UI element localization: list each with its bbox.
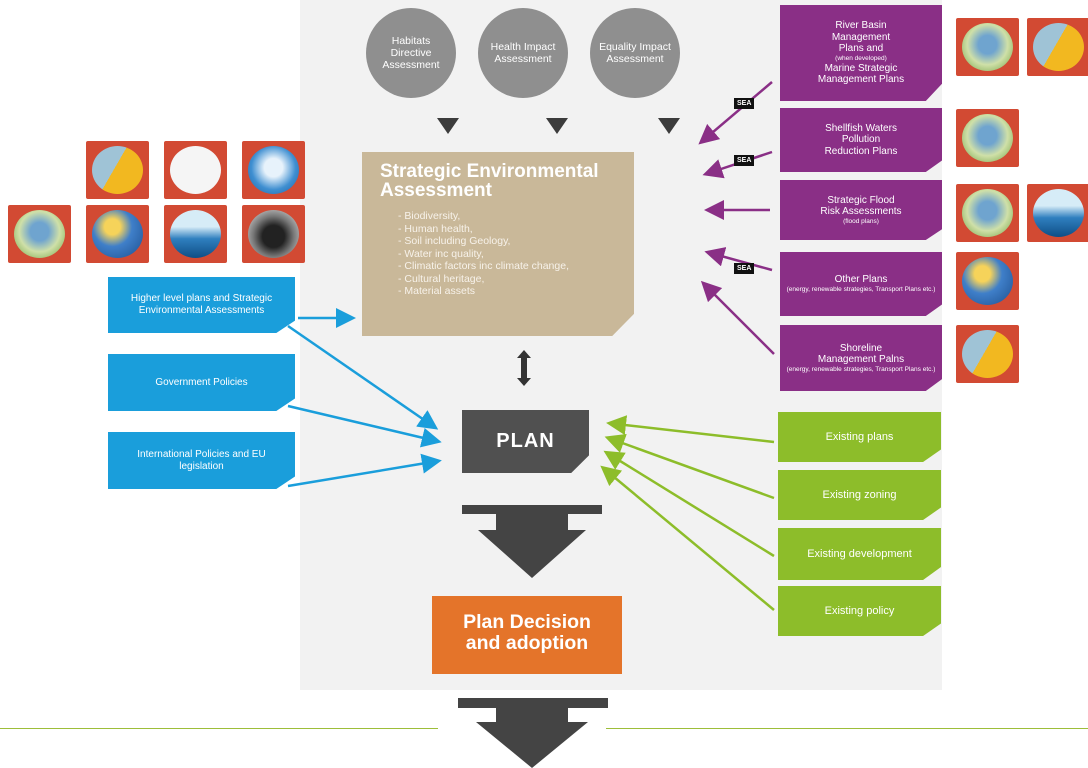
input-intl-policies: International Policies and EU legislatio… [108, 432, 295, 489]
arrow-existing-zoning [604, 434, 775, 500]
plan-note: (when developed) [835, 54, 887, 62]
assessment-equality: Equality Impact Assessment [590, 8, 680, 98]
arrow-other [704, 247, 773, 272]
plan-text: Marine Strategic [824, 62, 898, 74]
two-way-arrow-icon [517, 350, 531, 386]
existing-zoning: Existing zoning [778, 470, 941, 520]
input-higher-level: Higher level plans and Strategic Environ… [108, 277, 295, 333]
water-drop-icon [8, 205, 71, 263]
plan-text: Management Plans [817, 74, 905, 86]
water-splash-icon [242, 141, 305, 199]
decision-box: Plan Decision and adoption [432, 596, 622, 674]
plan-text: Reduction Plans [824, 145, 898, 157]
plan-text: Management Palns [817, 354, 905, 365]
climate-icon [956, 252, 1019, 310]
coast-icon [1027, 18, 1088, 76]
plan-box-shellfish: Shellfish Waters Pollution Reduction Pla… [780, 108, 942, 172]
big-down-arrow-icon [458, 698, 608, 768]
sea-wave-icon [1027, 184, 1088, 242]
arrow-existing-development [603, 450, 775, 558]
arrow-gov-to-plan [287, 404, 442, 448]
sea-title-line1: Strategic Environmental [380, 161, 599, 182]
plan-text: Pollution [841, 134, 881, 146]
coast-icon [956, 325, 1019, 383]
decision-line2: and adoption [465, 632, 589, 654]
sea-topic: Biodiversity, [398, 210, 616, 223]
sea-tag: SEA [734, 155, 755, 166]
existing-development: Existing development [778, 528, 941, 580]
plan-box-other: Other Plans (energy, renewable strategie… [780, 252, 942, 316]
arrow-river-basin [698, 81, 773, 145]
decision-line1: Plan Decision [463, 611, 591, 633]
sea-title: Strategic Environmental Assessment [380, 162, 616, 200]
assessment-health: Health Impact Assessment [478, 8, 568, 98]
arrow-existing-plans [606, 415, 775, 444]
existing-plans: Existing plans [778, 412, 941, 462]
plan-box-shoreline: Shoreline Management Palns (energy, rene… [780, 325, 942, 391]
big-down-arrow-icon [462, 505, 602, 578]
sea-tag: SEA [734, 263, 755, 274]
down-triangle-icon [658, 118, 680, 134]
input-gov-policies: Government Policies [108, 354, 295, 411]
plan-text: Other Plans [834, 274, 888, 286]
plan-text: River Basin [835, 20, 887, 32]
arrow-intl-to-plan [287, 453, 442, 488]
plan-note: (energy, renewable strategies, Transport… [786, 285, 936, 293]
sea-topic-list: Biodiversity, Human health, Soil includi… [398, 210, 616, 298]
existing-policy: Existing policy [778, 586, 941, 636]
sea-topic: Human health, [398, 223, 616, 236]
bottom-rule-left [0, 728, 438, 729]
down-triangle-icon [546, 118, 568, 134]
plan-text: Management [831, 31, 891, 43]
water-drop-icon [956, 109, 1019, 167]
storm-wave-icon [242, 205, 305, 263]
climate-icon [86, 205, 149, 263]
sea-tag: SEA [734, 98, 755, 109]
sea-topic: Water inc quality, [398, 248, 616, 261]
down-triangle-icon [437, 118, 459, 134]
air-house-icon [164, 141, 227, 199]
sea-topic: Cultural heritage, [398, 273, 616, 286]
sea-topic: Material assets [398, 285, 616, 298]
plan-text: Shellfish Waters [825, 122, 897, 134]
water-drop-icon [956, 18, 1019, 76]
coast-icon [86, 141, 149, 199]
arrow-existing-policy [600, 465, 775, 611]
assessment-habitats: Habitats Directive Assessment [366, 8, 456, 98]
plan-note: (energy, renewable strategies, Transport… [786, 365, 936, 373]
plan-text: Strategic Flood [827, 194, 895, 206]
water-drop-icon [956, 184, 1019, 242]
plan-text: Risk Assessments [820, 206, 902, 217]
sea-topic: Climatic factors inc climate change, [398, 260, 616, 273]
plan-box-river-basin: River Basin Management Plans and (when d… [780, 5, 942, 101]
arrow-shoreline [700, 280, 775, 355]
plan-text: Plans and [838, 43, 884, 55]
sea-topic: Soil including Geology, [398, 235, 616, 248]
sea-wave-icon [164, 205, 227, 263]
bottom-rule-right [606, 728, 1088, 729]
sea-box: Strategic Environmental Assessment Biodi… [362, 152, 634, 336]
plan-text: Shoreline [839, 342, 883, 354]
sea-title-line2: Assessment [380, 180, 492, 201]
plan-note: (flood plans) [843, 217, 879, 225]
plan-box-flood: Strategic Flood Risk Assessments (flood … [780, 180, 942, 240]
arrow-higher-to-plan [287, 324, 439, 430]
plan-box: PLAN [462, 410, 589, 473]
